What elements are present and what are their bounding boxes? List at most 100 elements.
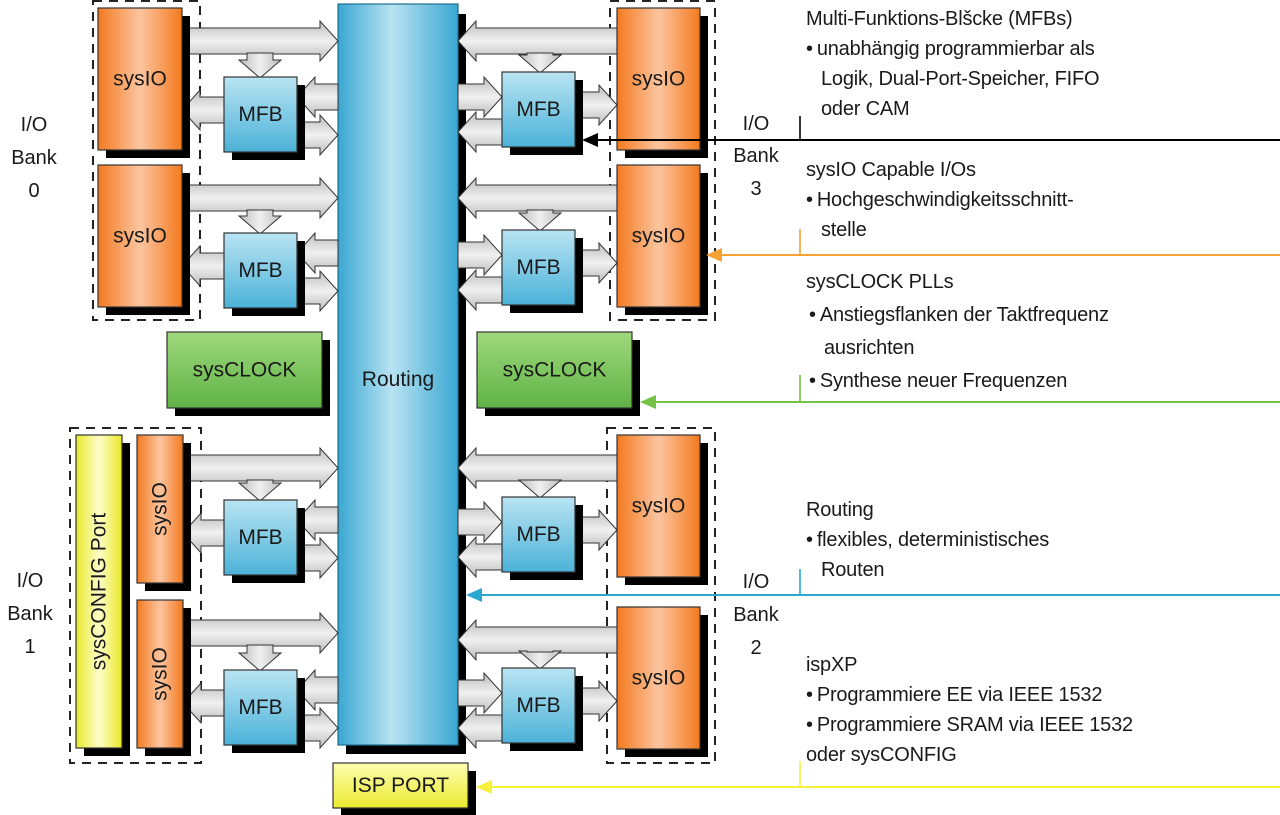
routing-block: Routing: [337, 3, 466, 754]
sysio-block-bank3-a: sysIO: [616, 7, 708, 158]
leader-line-sysclock-arrowhead: [640, 395, 656, 409]
bus-arrow-routing-to-mfb-left-1: [296, 231, 339, 275]
routing-description-bullet: flexibles, deterministisches: [806, 525, 1049, 555]
svg-text:Bank: Bank: [7, 603, 54, 625]
sysio-block-bank3-b-label: sysIO: [632, 225, 686, 248]
ispxp-description-bullet-1: Programmiere EE via IEEE 1532: [806, 680, 1133, 710]
sysio-description-cont: stelle: [821, 219, 867, 241]
sysio-block-bank0-b: sysIO: [97, 164, 190, 315]
bus-arrow-io-to-routing-left-1: [181, 176, 339, 220]
mfb-block-left-4: MFB: [223, 669, 305, 753]
mfb-description-cont-2: oder CAM: [821, 98, 910, 120]
routing-description: Routing flexibles, deterministisches Rou…: [806, 495, 1049, 585]
svg-text:3: 3: [750, 178, 761, 200]
bus-arrow-to-mfb-left-3: [237, 644, 283, 672]
leader-line-mfb: [582, 116, 1280, 147]
mfb-description-bullet: unabhängig programmierbar als: [806, 34, 1099, 64]
isp-port-block: ISP PORT: [332, 762, 476, 815]
bus-arrow-to-mfb-right-0: [517, 52, 563, 74]
sysio-block-bank1-b-label: sysIO: [149, 647, 172, 701]
mfb-block-left-2: MFB: [223, 232, 305, 316]
mfb-description: Multi-Funktions-Blšcke (MFBs) unabhängig…: [806, 4, 1100, 124]
bus-arrow-routing-to-mfb-right-1: [457, 233, 503, 277]
svg-text:2: 2: [750, 637, 761, 659]
mfb-block-right-1: MFB: [501, 71, 583, 155]
sysio-block-bank3-a-label: sysIO: [632, 68, 686, 91]
leader-line-sysio: [706, 229, 1280, 262]
bus-arrow-routing-to-mfb-left-3: [296, 668, 339, 712]
ispxp-description: ispXP Programmiere EE via IEEE 1532 Prog…: [806, 650, 1133, 770]
leader-line-mfb-arrowhead: [582, 133, 598, 147]
leader-line-isp: [476, 761, 1280, 794]
sysclock-description-bullet-2: Synthese neuer Frequenzen: [806, 365, 1109, 398]
sysio-description-title: sysIO Capable I/Os: [806, 159, 976, 181]
routing-label: Routing: [362, 368, 434, 391]
bus-arrow-io-to-routing-right-2: [457, 446, 618, 490]
bus-arrow-io-to-routing-right-0: [457, 19, 618, 63]
sysconfig-port-block-label: sysCONFIG Port: [88, 513, 111, 671]
svg-text:Bank: Bank: [733, 145, 780, 167]
bus-arrow-routing-to-mfb-left-2: [296, 498, 339, 542]
bus-arrow-mfb-to-routing-right-0: [457, 110, 503, 154]
sysclock-description-title: sysCLOCK PLLs: [806, 271, 954, 293]
leader-line-sysclock: [640, 375, 1280, 409]
leader-line-isp-arrowhead: [476, 780, 492, 794]
mfb-block-left-3-label: MFB: [238, 526, 282, 549]
mfb-block-right-4-label: MFB: [516, 694, 560, 717]
mfb-block-left-1: MFB: [223, 76, 305, 160]
sysclock-block-left: sysCLOCK: [166, 331, 330, 416]
sysio-block-bank1-b: sysIO: [136, 599, 191, 756]
bus-arrow-io-to-routing-left-0: [181, 19, 339, 63]
sysio-block-bank0-b-label: sysIO: [113, 225, 167, 248]
sysio-block-bank2-a-label: sysIO: [632, 495, 686, 518]
sysio-description-bullet: Hochgeschwindigkeitsschnitt-: [806, 185, 1074, 215]
svg-text:Bank: Bank: [11, 147, 58, 169]
sysio-block-bank3-b: sysIO: [616, 164, 708, 315]
bus-arrow-io-to-routing-left-3: [182, 611, 339, 655]
sysio-description: sysIO Capable I/Os Hochgeschwindigkeitss…: [806, 155, 1074, 245]
mfb-block-left-1-label: MFB: [238, 103, 282, 126]
bus-arrow-routing-to-mfb-right-2: [457, 500, 503, 544]
sysio-block-bank2-b: sysIO: [616, 606, 708, 757]
leader-line-sysio-arrowhead: [706, 248, 722, 262]
leader-line-routing: [466, 569, 1280, 602]
sysclock-description: sysCLOCK PLLs Anstiegsflanken der Taktfr…: [806, 266, 1109, 398]
svg-text:I/O: I/O: [743, 113, 770, 135]
bus-arrow-mfb-to-routing-right-2: [457, 535, 503, 579]
bus-arrow-mfb-to-routing-right-3: [457, 706, 503, 750]
mfb-block-right-4: MFB: [501, 667, 583, 751]
io-bank-2-label: I/O Bank 2: [733, 571, 780, 659]
sysclock-description-bullet-1-cont: ausrichten: [824, 337, 915, 359]
bus-arrow-mfb-to-io-left-2: [182, 511, 225, 555]
sysio-block-bank2-b-label: sysIO: [632, 667, 686, 690]
ispxp-description-bullet-2: Programmiere SRAM via IEEE 1532: [806, 710, 1133, 740]
svg-text:0: 0: [28, 180, 39, 202]
svg-text:Bank: Bank: [733, 604, 780, 626]
ispxp-description-tail: oder sysCONFIG: [806, 744, 957, 766]
mfb-block-right-3-label: MFB: [516, 523, 560, 546]
mfb-block-left-3: MFB: [223, 499, 305, 583]
io-bank-3-boundary: [609, 0, 716, 321]
sysclock-block-right: sysCLOCK: [476, 331, 640, 416]
sysio-block-bank1-a: sysIO: [136, 434, 191, 591]
svg-text:I/O: I/O: [743, 571, 770, 593]
bus-arrow-mfb-to-routing-right-1: [457, 268, 503, 312]
bus-arrow-routing-to-mfb-left-0: [296, 75, 339, 119]
bus-arrow-to-mfb-right-3: [517, 650, 563, 670]
bus-arrow-to-mfb-right-1: [517, 209, 563, 232]
bus-arrow-mfb-to-io-left-3: [182, 681, 225, 725]
svg-text:1: 1: [24, 636, 35, 658]
bus-arrow-mfb-to-io-left-1: [181, 244, 225, 288]
bus-arrow-to-mfb-left-1: [237, 209, 283, 235]
svg-text:I/O: I/O: [17, 570, 44, 592]
mfb-description-cont-1: Logik, Dual-Port-Speicher, FIFO: [821, 68, 1100, 90]
mfb-block-right-2: MFB: [501, 229, 583, 313]
sysclock-block-left-label: sysCLOCK: [193, 359, 297, 382]
sysio-block-bank0-a-label: sysIO: [113, 68, 167, 91]
bus-arrow-io-to-routing-left-2: [182, 446, 339, 490]
mfb-block-right-2-label: MFB: [516, 256, 560, 279]
sysio-block-bank0-a: sysIO: [97, 7, 190, 158]
io-bank-0-label: I/O Bank 0: [11, 114, 58, 202]
sysio-block-bank1-a-label: sysIO: [149, 482, 172, 536]
